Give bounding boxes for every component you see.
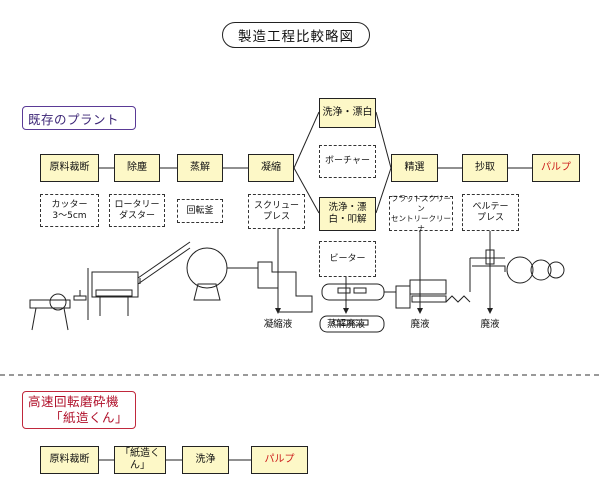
output-waste-liquid-press: 廃液 xyxy=(480,319,500,330)
new-step-pulp: パルプ xyxy=(251,446,308,474)
machinery-drawing xyxy=(29,241,565,333)
new-method-label-line2: 「紙造くん」 xyxy=(50,410,129,425)
step-pulp: パルプ xyxy=(532,154,580,182)
equipment-belt-press: ベルテー プレス xyxy=(462,194,519,231)
step-screening: 精選 xyxy=(391,154,438,182)
step-digestion: 蒸解 xyxy=(177,154,223,182)
equipment-screw-press: スクリュー プレス xyxy=(248,194,305,229)
new-step-washing: 洗浄 xyxy=(182,446,229,474)
equipment-flat-screen-centri-cleaner: フラットスクリーン セントリークリーナ xyxy=(389,193,453,233)
flow-lines xyxy=(99,111,532,461)
step-wash-bleach-beat: 洗浄・漂白・叩解 xyxy=(319,197,376,231)
existing-plant-label: 既存のプラント xyxy=(22,106,136,130)
equipment-beater: ビーター xyxy=(319,241,376,277)
step-raw-cutting: 原料裁断 xyxy=(40,154,99,182)
step-wash-bleach: 洗浄・漂白 xyxy=(319,98,376,128)
step-condensation: 凝縮 xyxy=(248,154,294,182)
output-waste-liquid-screening: 廃液 xyxy=(410,319,430,330)
output-digestion-waste: 蒸解廃液 xyxy=(326,319,365,330)
step-papermaking: 抄取 xyxy=(462,154,508,182)
equipment-rotary-digester: 回転釜 xyxy=(177,199,223,223)
new-method-label-line1: 高速回転磨砕機 xyxy=(28,394,120,409)
new-step-kamizoukun: 「紙造くん」 xyxy=(114,446,166,474)
equipment-rotary-duster: ロータリー ダスター xyxy=(109,194,165,227)
step-dust-removal: 除塵 xyxy=(114,154,160,182)
equipment-cutter: カッター 3～5cm xyxy=(40,194,99,227)
equipment-boacher: ボーチャー xyxy=(319,145,376,178)
diagram-title: 製造工程比較略図 xyxy=(222,22,370,48)
new-step-raw-cutting: 原料裁断 xyxy=(40,446,99,474)
new-method-label: 高速回転磨砕機 「紙造くん」 xyxy=(22,391,136,429)
output-condensate: 凝縮液 xyxy=(263,319,293,330)
